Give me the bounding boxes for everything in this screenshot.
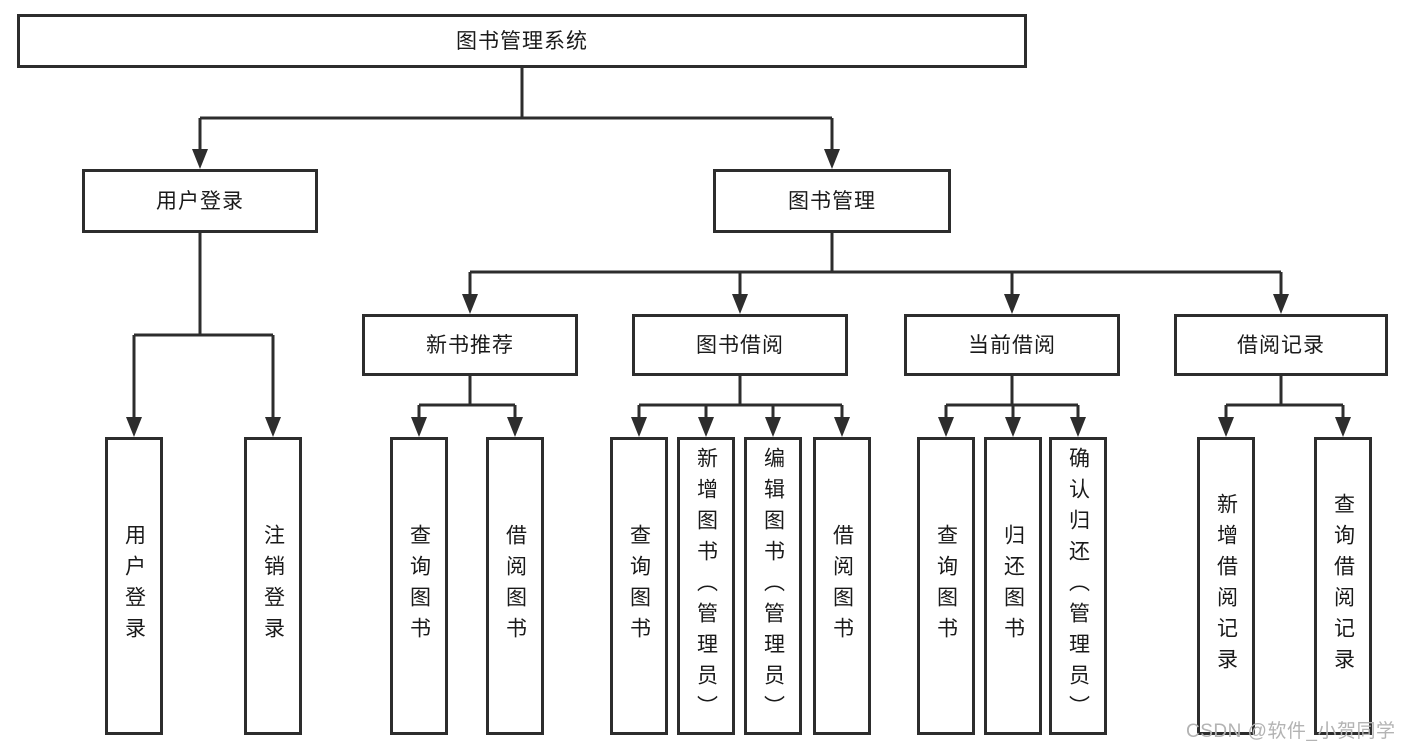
leaf-query-book-recommend: 查询图书 (390, 437, 448, 735)
leaf-add-borrow-record: 新增借阅记录 (1197, 437, 1255, 735)
arrowhead (126, 417, 142, 437)
arrowhead (631, 417, 647, 437)
connector-borrow-records-to-leaves (1224, 376, 1345, 419)
arrowhead (462, 294, 478, 314)
leaf-borrow-book-recommend: 借阅图书 (486, 437, 544, 735)
arrowhead (507, 417, 523, 437)
arrowhead (1218, 417, 1234, 437)
leaf-borrow-book: 借阅图书 (813, 437, 871, 735)
arrowhead (938, 417, 954, 437)
arrowhead (834, 417, 850, 437)
leaf-logout: 注销登录 (244, 437, 302, 735)
leaf-query-book-current: 查询图书 (917, 437, 975, 735)
node-book-management: 图书管理 (713, 169, 951, 233)
arrowhead (732, 294, 748, 314)
connector-user-login-to-leaves (132, 233, 275, 419)
leaf-edit-book-admin: 编辑图书（管理员） (744, 437, 802, 735)
arrowhead (824, 149, 840, 169)
leaf-query-borrow-record: 查询借阅记录 (1314, 437, 1372, 735)
connector-root-to-level2 (198, 68, 834, 151)
arrowhead (1335, 417, 1351, 437)
csdn-watermark: CSDN @软件_小贺同学 (1186, 721, 1396, 742)
node-book-borrow: 图书借阅 (632, 314, 848, 376)
arrowhead (1070, 417, 1086, 437)
arrowhead (765, 417, 781, 437)
leaf-add-book-admin: 新增图书（管理员） (677, 437, 735, 735)
leaf-query-book-borrow: 查询图书 (610, 437, 668, 735)
connector-book-management-to-level3 (468, 233, 1283, 296)
connector-new-book-recommend-to-leaves (417, 376, 517, 419)
node-borrow-records: 借阅记录 (1174, 314, 1388, 376)
node-new-book-recommend: 新书推荐 (362, 314, 578, 376)
leaf-user-login: 用户登录 (105, 437, 163, 735)
arrowheads (126, 149, 1351, 437)
arrowhead (1273, 294, 1289, 314)
node-current-borrow: 当前借阅 (904, 314, 1120, 376)
arrowhead (265, 417, 281, 437)
node-user-login: 用户登录 (82, 169, 318, 233)
node-root-library-management-system: 图书管理系统 (17, 14, 1027, 68)
arrowhead (411, 417, 427, 437)
arrowhead (698, 417, 714, 437)
connector-book-borrow-to-leaves (637, 376, 844, 419)
arrowhead (1005, 417, 1021, 437)
connector-current-borrow-to-leaves (944, 376, 1080, 419)
leaf-return-book: 归还图书 (984, 437, 1042, 735)
leaf-confirm-return-admin: 确认归还（管理员） (1049, 437, 1107, 735)
arrowhead (192, 149, 208, 169)
arrowhead (1004, 294, 1020, 314)
